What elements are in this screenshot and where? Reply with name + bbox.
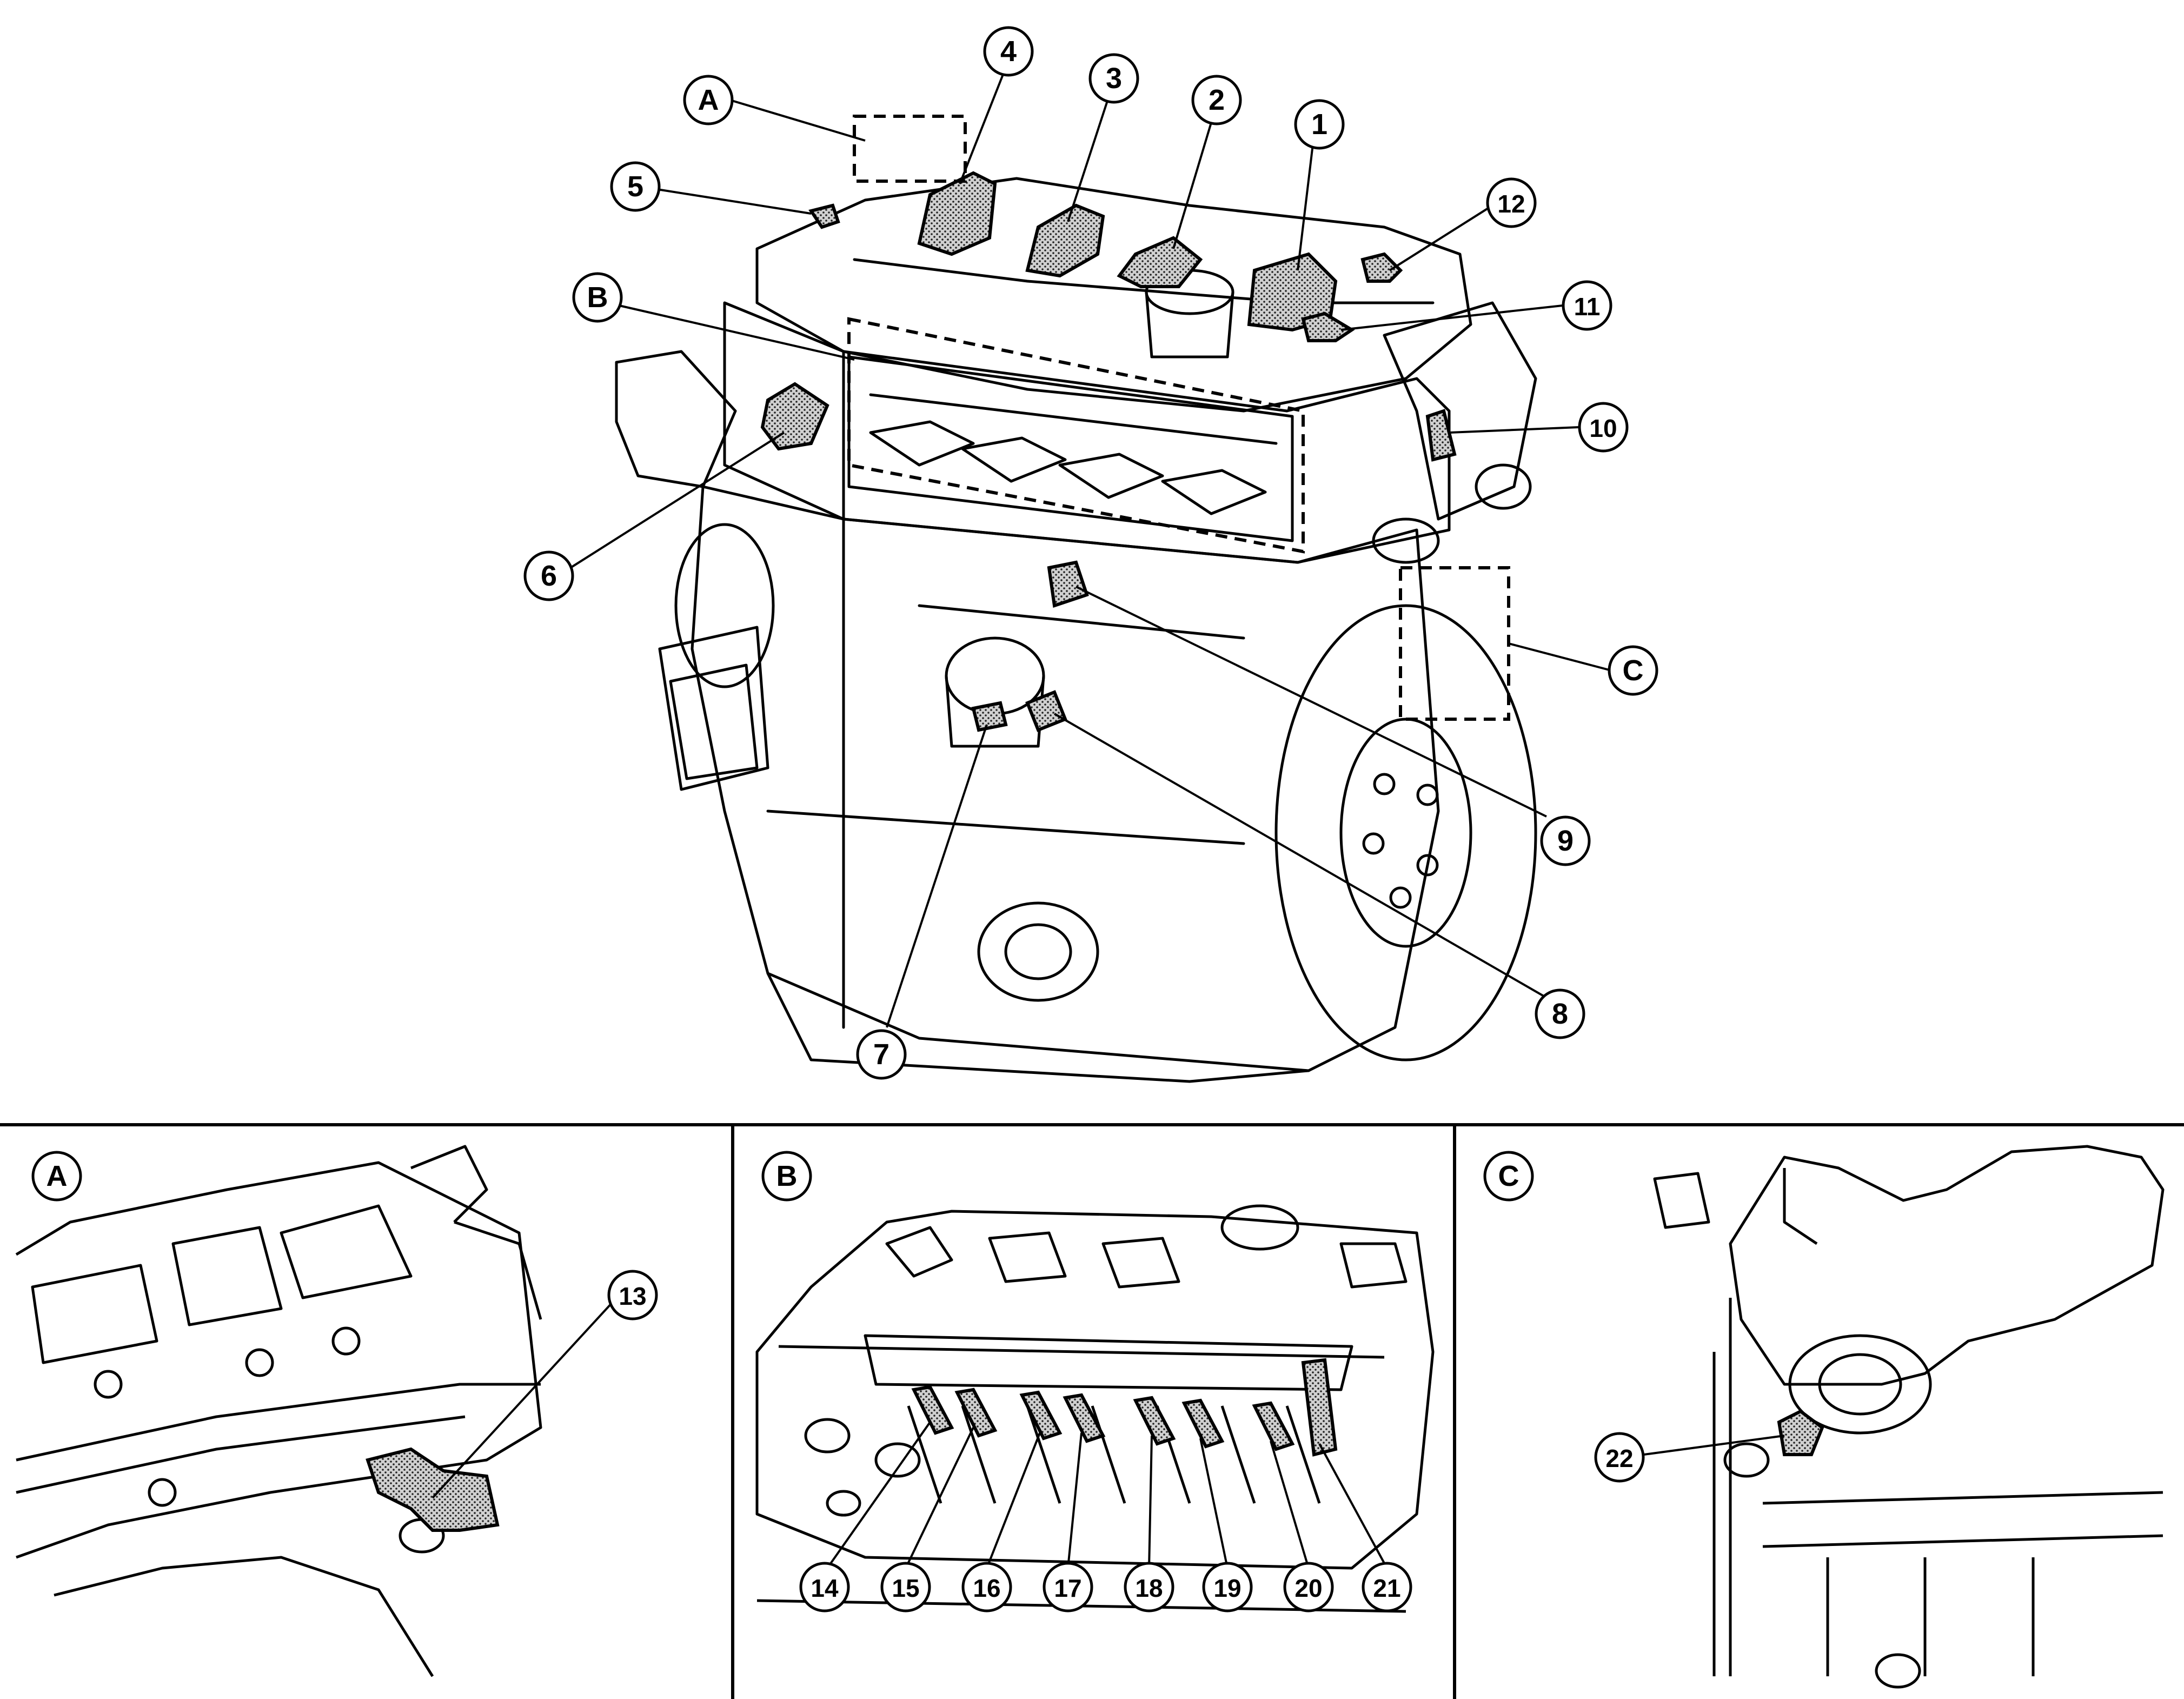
panel-a-label-text: A: [47, 1160, 68, 1192]
callout-21-label: 21: [1373, 1574, 1400, 1602]
main-hatched-components: [760, 171, 1457, 732]
component-2: [1117, 236, 1203, 288]
callout-17-label: 17: [1054, 1574, 1081, 1602]
callout-8: 8: [1535, 988, 1585, 1039]
panel-b: B 14 15 16 17 18 19 20 21: [755, 1151, 1435, 1613]
callout-9-label: 9: [1557, 825, 1574, 857]
panel-c-label: C: [1483, 1151, 1534, 1202]
callout-3: 3: [1088, 53, 1139, 104]
panel-b-label: B: [761, 1151, 812, 1202]
callout-4-label: 4: [1000, 35, 1017, 68]
callout-6: 6: [523, 550, 574, 601]
component-9: [1047, 560, 1089, 608]
callout-21: 21: [1362, 1562, 1412, 1612]
callout-15: 15: [880, 1562, 931, 1612]
component-18: [1133, 1396, 1176, 1446]
panel-c: C 22: [1483, 1145, 2165, 1689]
callout-12: 12: [1486, 177, 1537, 228]
callout-16-label: 16: [973, 1574, 1000, 1602]
callout-10-label: 10: [1589, 414, 1617, 442]
panel-b-hatched-components: [911, 1358, 1338, 1457]
main-callouts: 1 2 3 4 5 6 7 8 9 10 11 12 A B C: [523, 26, 1658, 1080]
detail-ref-c: C: [1608, 645, 1658, 696]
callout-14-label: 14: [811, 1574, 839, 1602]
component-3: [1025, 203, 1105, 278]
detail-ref-b-label: B: [587, 281, 608, 314]
callout-18-label: 18: [1135, 1574, 1163, 1602]
component-16: [1019, 1390, 1063, 1441]
component-7: [971, 701, 1008, 732]
panel-b-leader-lines: [826, 1421, 1388, 1569]
callout-20: 20: [1283, 1562, 1334, 1612]
callout-15-label: 15: [892, 1574, 919, 1602]
callout-5-label: 5: [627, 170, 643, 203]
detail-ref-b: B: [572, 272, 623, 323]
callout-22-label: 22: [1605, 1444, 1633, 1472]
callout-8-label: 8: [1552, 998, 1568, 1030]
callout-13: 13: [607, 1270, 658, 1320]
callout-9: 9: [1540, 815, 1591, 866]
panel-a-label: A: [31, 1151, 82, 1202]
detail-ref-a: A: [683, 75, 734, 125]
detail-ref-c-label: C: [1623, 654, 1644, 687]
detail-frame-c: [1399, 566, 1510, 721]
callout-17: 17: [1043, 1562, 1093, 1612]
component-6: [760, 382, 829, 451]
callout-2: 2: [1191, 75, 1242, 125]
callout-10: 10: [1578, 402, 1629, 453]
callout-2-label: 2: [1209, 84, 1225, 116]
callout-1: 1: [1294, 99, 1345, 150]
component-22: [1777, 1409, 1824, 1456]
panel-c-drawing: [1653, 1145, 2165, 1689]
component-13: [366, 1447, 500, 1532]
component-4: [917, 171, 997, 256]
panel-c-label-text: C: [1498, 1160, 1519, 1192]
panel-a-drawing: [15, 1145, 542, 1677]
callout-19: 19: [1202, 1562, 1253, 1612]
callout-13-label: 13: [619, 1282, 646, 1310]
main-engine-view: [615, 177, 1537, 1083]
panel-a: A 13: [15, 1145, 658, 1677]
leader-22: [1643, 1435, 1785, 1456]
callout-16: 16: [961, 1562, 1012, 1612]
callout-4: 4: [983, 26, 1034, 77]
callout-19-label: 19: [1213, 1574, 1241, 1602]
callout-6-label: 6: [541, 560, 557, 592]
component-11: [1301, 311, 1355, 342]
leader-13: [432, 1294, 620, 1499]
callout-11-label: 11: [1574, 293, 1601, 321]
callout-18: 18: [1124, 1562, 1174, 1612]
component-14: [911, 1385, 954, 1435]
callout-14: 14: [799, 1562, 850, 1612]
component-15: [954, 1388, 998, 1438]
component-10: [1425, 409, 1457, 462]
callout-1-label: 1: [1311, 108, 1327, 141]
component-12: [1360, 252, 1403, 283]
panel-b-label-text: B: [776, 1160, 798, 1192]
callout-7: 7: [856, 1029, 907, 1080]
callout-22: 22: [1594, 1432, 1645, 1483]
detail-frame-a: [853, 115, 967, 183]
component-19: [1181, 1398, 1225, 1449]
component-20: [1252, 1401, 1295, 1451]
detail-frame-b: [847, 317, 1305, 554]
callout-3-label: 3: [1106, 62, 1122, 95]
panel-dividers: [0, 1123, 2184, 1699]
callout-20-label: 20: [1295, 1574, 1322, 1602]
callout-12-label: 12: [1497, 190, 1525, 218]
callout-7-label: 7: [873, 1038, 889, 1071]
main-leader-lines: [569, 67, 1612, 1028]
callout-5: 5: [610, 161, 661, 212]
component-17: [1063, 1393, 1106, 1443]
component-5: [808, 203, 840, 229]
component-21: [1301, 1358, 1338, 1457]
callout-11: 11: [1562, 280, 1612, 331]
detail-ref-a-label: A: [698, 84, 719, 116]
